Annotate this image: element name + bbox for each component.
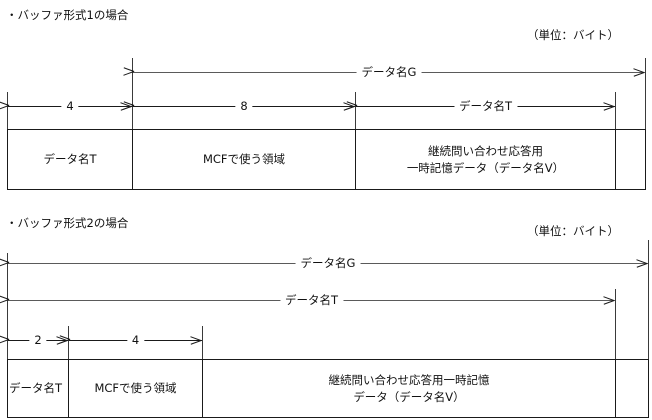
buffer-layout-table-1: データ名T MCFで使う領域 継続問い合わせ応答用 一時記憶データ（データ名V） bbox=[7, 129, 646, 190]
cell-divider-2a bbox=[68, 360, 69, 417]
cell-divider-2b bbox=[202, 360, 203, 417]
guide-line-d2-b bbox=[202, 326, 203, 359]
diagram-2-unit-note: （単位：バイト） bbox=[527, 224, 619, 238]
cell-divider-1b bbox=[355, 130, 356, 189]
field-cell-d2-1: MCFで使う領域 bbox=[94, 381, 177, 395]
cell-divider-1c bbox=[615, 130, 616, 189]
field-cell-d1-3 bbox=[616, 130, 647, 189]
dimension-d1-field-1: 4 bbox=[0, 99, 132, 113]
guide-line-d1-d bbox=[645, 58, 646, 130]
dimension-d2-field-1: 2 bbox=[0, 333, 68, 347]
diagram-1-unit-note: （単位：バイト） bbox=[527, 28, 619, 42]
guide-line-d1-a bbox=[132, 58, 133, 130]
cell-divider-1a bbox=[132, 130, 133, 189]
field-cell-d1-0: データ名T bbox=[43, 152, 97, 166]
field-cell-d2-2: 継続問い合わせ応答用一時記憶 データ（データ名V） bbox=[328, 372, 490, 404]
guide-line-d2-left bbox=[7, 253, 8, 359]
dimension-d2-field-2: 4 bbox=[59, 333, 202, 347]
diagram-2-caption: ・バッファ形式2の場合 bbox=[6, 216, 129, 230]
guide-line-d2-c bbox=[615, 289, 616, 359]
guide-line-d2-right bbox=[648, 240, 649, 359]
field-cell-d2-0: データ名T bbox=[9, 381, 63, 395]
dimension-d2-data-g: データ名G bbox=[0, 256, 648, 270]
cell-divider-2c bbox=[615, 360, 616, 417]
dimension-d2-data-t: データ名T bbox=[0, 293, 615, 307]
dimension-d1-field-3: データ名T bbox=[346, 99, 615, 113]
field-cell-d2-3 bbox=[616, 360, 650, 417]
guide-line-d2-a bbox=[68, 326, 69, 359]
dimension-d1-field-2: 8 bbox=[123, 99, 355, 113]
guide-line-d1-c bbox=[615, 92, 616, 130]
diagram-1-caption: ・バッファ形式1の場合 bbox=[6, 8, 129, 22]
field-cell-d1-2: 継続問い合わせ応答用 一時記憶データ（データ名V） bbox=[406, 143, 565, 175]
guide-line-d1-left bbox=[7, 92, 8, 130]
guide-line-d1-b bbox=[355, 92, 356, 130]
buffer-layout-table-2: データ名T MCFで使う領域 継続問い合わせ応答用一時記憶 データ（データ名V） bbox=[7, 359, 649, 418]
field-cell-d1-1: MCFで使う領域 bbox=[202, 152, 286, 166]
dimension-d1-data-g: データ名G bbox=[123, 65, 645, 79]
